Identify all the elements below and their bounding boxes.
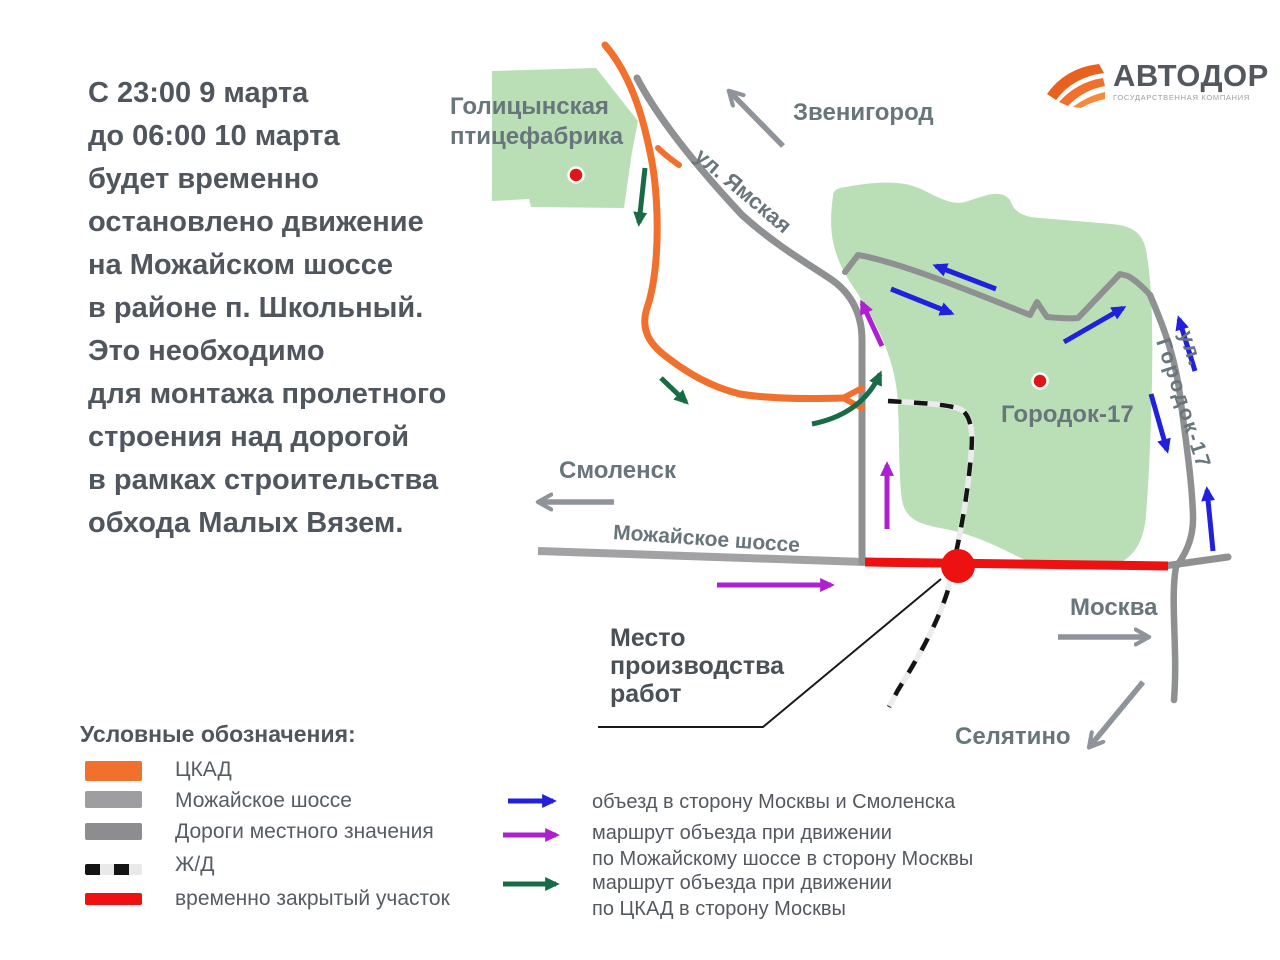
selyatino-arrow (1091, 680, 1146, 745)
detour-blue-arrow-se (890, 286, 955, 316)
worksite-dot (941, 549, 975, 583)
logo-title: АВТОДОР (1113, 58, 1269, 93)
closed-road-section (864, 557, 1169, 571)
legend-label-railway: Ж/Д (175, 853, 215, 876)
road-stub-east (1160, 553, 1232, 570)
legend-title: Условные обозначения: (80, 721, 356, 747)
zvenigorod-label: Звенигород (793, 99, 934, 126)
railway-dashes (887, 398, 975, 709)
poultry-farm-label: Голицынская птицефабрика (450, 93, 624, 150)
legend-label-local-roads: Дороги местного значения (175, 820, 434, 843)
yamskaya-road (633, 74, 866, 566)
legend-swatch-mozhaisk (85, 791, 142, 808)
detour-green-arrow-3 (811, 370, 883, 427)
avtodor-logo: АВТОДОР ГОСУДАРСТВЕННАЯ КОМПАНИЯ (1045, 60, 1269, 113)
legend-swatch-railway (85, 864, 142, 875)
zvenigorod-arrow (731, 93, 785, 148)
smolensk-label: Смоленск (559, 457, 676, 484)
selyatino-label: Селятино (955, 723, 1071, 750)
detour-blue-arrow-ne (1062, 305, 1127, 345)
legend-label-purple-detour: маршрут объезда при движении по Можайско… (592, 822, 974, 870)
legend-label-ckad: ЦКАД (175, 758, 232, 781)
detour-green-arrow-1 (633, 167, 648, 227)
legend-swatch-closed-section (85, 893, 142, 905)
detour-blue-arrow-up1 (1175, 315, 1198, 372)
worksite-pointer-line (598, 578, 942, 728)
worksite-label: Место производства работ (610, 624, 785, 708)
ckad-road (601, 41, 847, 403)
ckad-spur (655, 145, 682, 168)
legend-label-blue-detour: объезд в сторону Москвы и Смоленска (592, 791, 956, 813)
avtodor-logo-icon (1045, 60, 1105, 113)
legend-swatch-local-roads (85, 823, 142, 840)
detour-purple-arrow-1 (859, 299, 885, 348)
closure-announcement-text: С 23:00 9 марта до 06:00 10 марта будет … (88, 77, 447, 539)
legend-swatch-ckad (85, 761, 142, 781)
gorodok-street-road (1146, 291, 1197, 704)
legend-label-closed-section: временно закрытый участок (175, 887, 450, 910)
gorodok-17-label: Городок-17 (1001, 401, 1134, 428)
detour-green-arrow-2 (659, 376, 689, 405)
legend-label-mozhaisk: Можайское шоссе (175, 789, 352, 812)
poultry-farm-area (492, 68, 638, 208)
gorodok-dot (1031, 372, 1049, 390)
legend-label-green-detour: маршрут объезда при движении по ЦКАД в с… (592, 872, 892, 920)
detour-blue-arrow-down (1148, 393, 1171, 454)
detour-blue-arrow-nw (932, 263, 997, 292)
gorodok-internal-road (842, 252, 1153, 322)
gorodok-17-area (831, 182, 1153, 570)
mozhaisk-highway-road (537, 547, 866, 566)
moscow-label: Москва (1070, 594, 1158, 621)
ckad-ramp-fork (840, 385, 865, 411)
detour-blue-arrow-up2 (1201, 486, 1216, 552)
poultry-farm-dot (567, 166, 585, 184)
logo-subtitle: ГОСУДАРСТВЕННАЯ КОМПАНИЯ (1113, 93, 1250, 102)
